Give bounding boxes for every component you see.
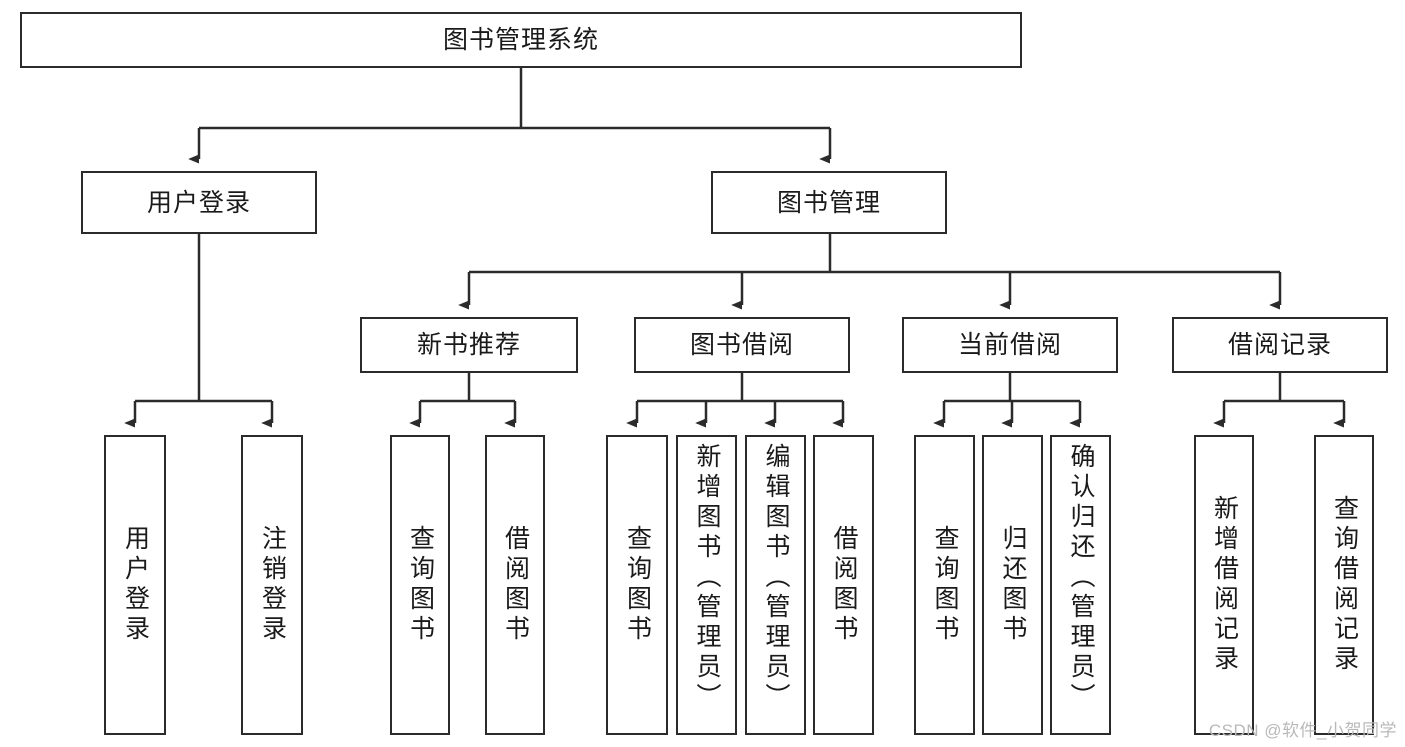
node-leaf-edit-book-label: 编辑图书（管理员） [762,443,790,713]
node-leaf-confirm-return[interactable]: 确认归还（管理员） [1050,435,1111,735]
node-leaf-query-book-1-label: 查询图书 [406,525,435,645]
node-new-book-recommend[interactable]: 新书推荐 [360,317,578,373]
node-leaf-query-book-2-label: 查询图书 [623,525,652,645]
node-leaf-query-book-3-label: 查询图书 [931,525,959,645]
node-leaf-return-book-label: 归还图书 [999,525,1027,645]
node-book-manage[interactable]: 图书管理 [711,171,947,234]
node-leaf-query-book-3[interactable]: 查询图书 [914,435,975,735]
node-user-login-label: 用户登录 [146,188,251,217]
node-leaf-borrow-book-2[interactable]: 借阅图书 [813,435,874,735]
node-leaf-query-record-label: 查询借阅记录 [1330,495,1359,675]
node-leaf-query-book-2[interactable]: 查询图书 [606,435,668,735]
node-leaf-user-login-label: 用户登录 [121,525,150,645]
node-leaf-user-login[interactable]: 用户登录 [104,435,166,735]
node-book-borrow-label: 图书借阅 [689,331,794,359]
node-user-login[interactable]: 用户登录 [81,171,317,234]
node-current-borrow[interactable]: 当前借阅 [902,317,1118,373]
node-new-book-recommend-label: 新书推荐 [416,331,521,359]
node-leaf-query-book-1[interactable]: 查询图书 [390,435,450,735]
node-leaf-confirm-return-label: 确认归还（管理员） [1067,443,1095,713]
node-leaf-borrow-book-1[interactable]: 借阅图书 [485,435,545,735]
node-leaf-add-record-label: 新增借阅记录 [1210,495,1239,675]
node-leaf-add-book-label: 新增图书（管理员） [693,443,721,713]
node-borrow-record[interactable]: 借阅记录 [1172,317,1388,373]
node-leaf-logout-label: 注销登录 [258,525,287,645]
node-leaf-edit-book[interactable]: 编辑图书（管理员） [745,435,806,735]
node-leaf-borrow-book-2-label: 借阅图书 [830,525,858,645]
node-leaf-query-record[interactable]: 查询借阅记录 [1314,435,1374,735]
node-current-borrow-label: 当前借阅 [957,331,1062,359]
node-leaf-add-record[interactable]: 新增借阅记录 [1194,435,1254,735]
node-borrow-record-label: 借阅记录 [1227,331,1332,359]
watermark-text: CSDN @软件_小贺同学 [1208,721,1397,740]
node-root[interactable]: 图书管理系统 [20,12,1022,68]
node-leaf-return-book[interactable]: 归还图书 [982,435,1043,735]
node-leaf-add-book[interactable]: 新增图书（管理员） [676,435,737,735]
node-root-label: 图书管理系统 [442,26,599,54]
node-leaf-borrow-book-1-label: 借阅图书 [501,525,530,645]
node-book-borrow[interactable]: 图书借阅 [634,317,850,373]
node-leaf-logout[interactable]: 注销登录 [241,435,303,735]
node-book-manage-label: 图书管理 [776,188,881,217]
